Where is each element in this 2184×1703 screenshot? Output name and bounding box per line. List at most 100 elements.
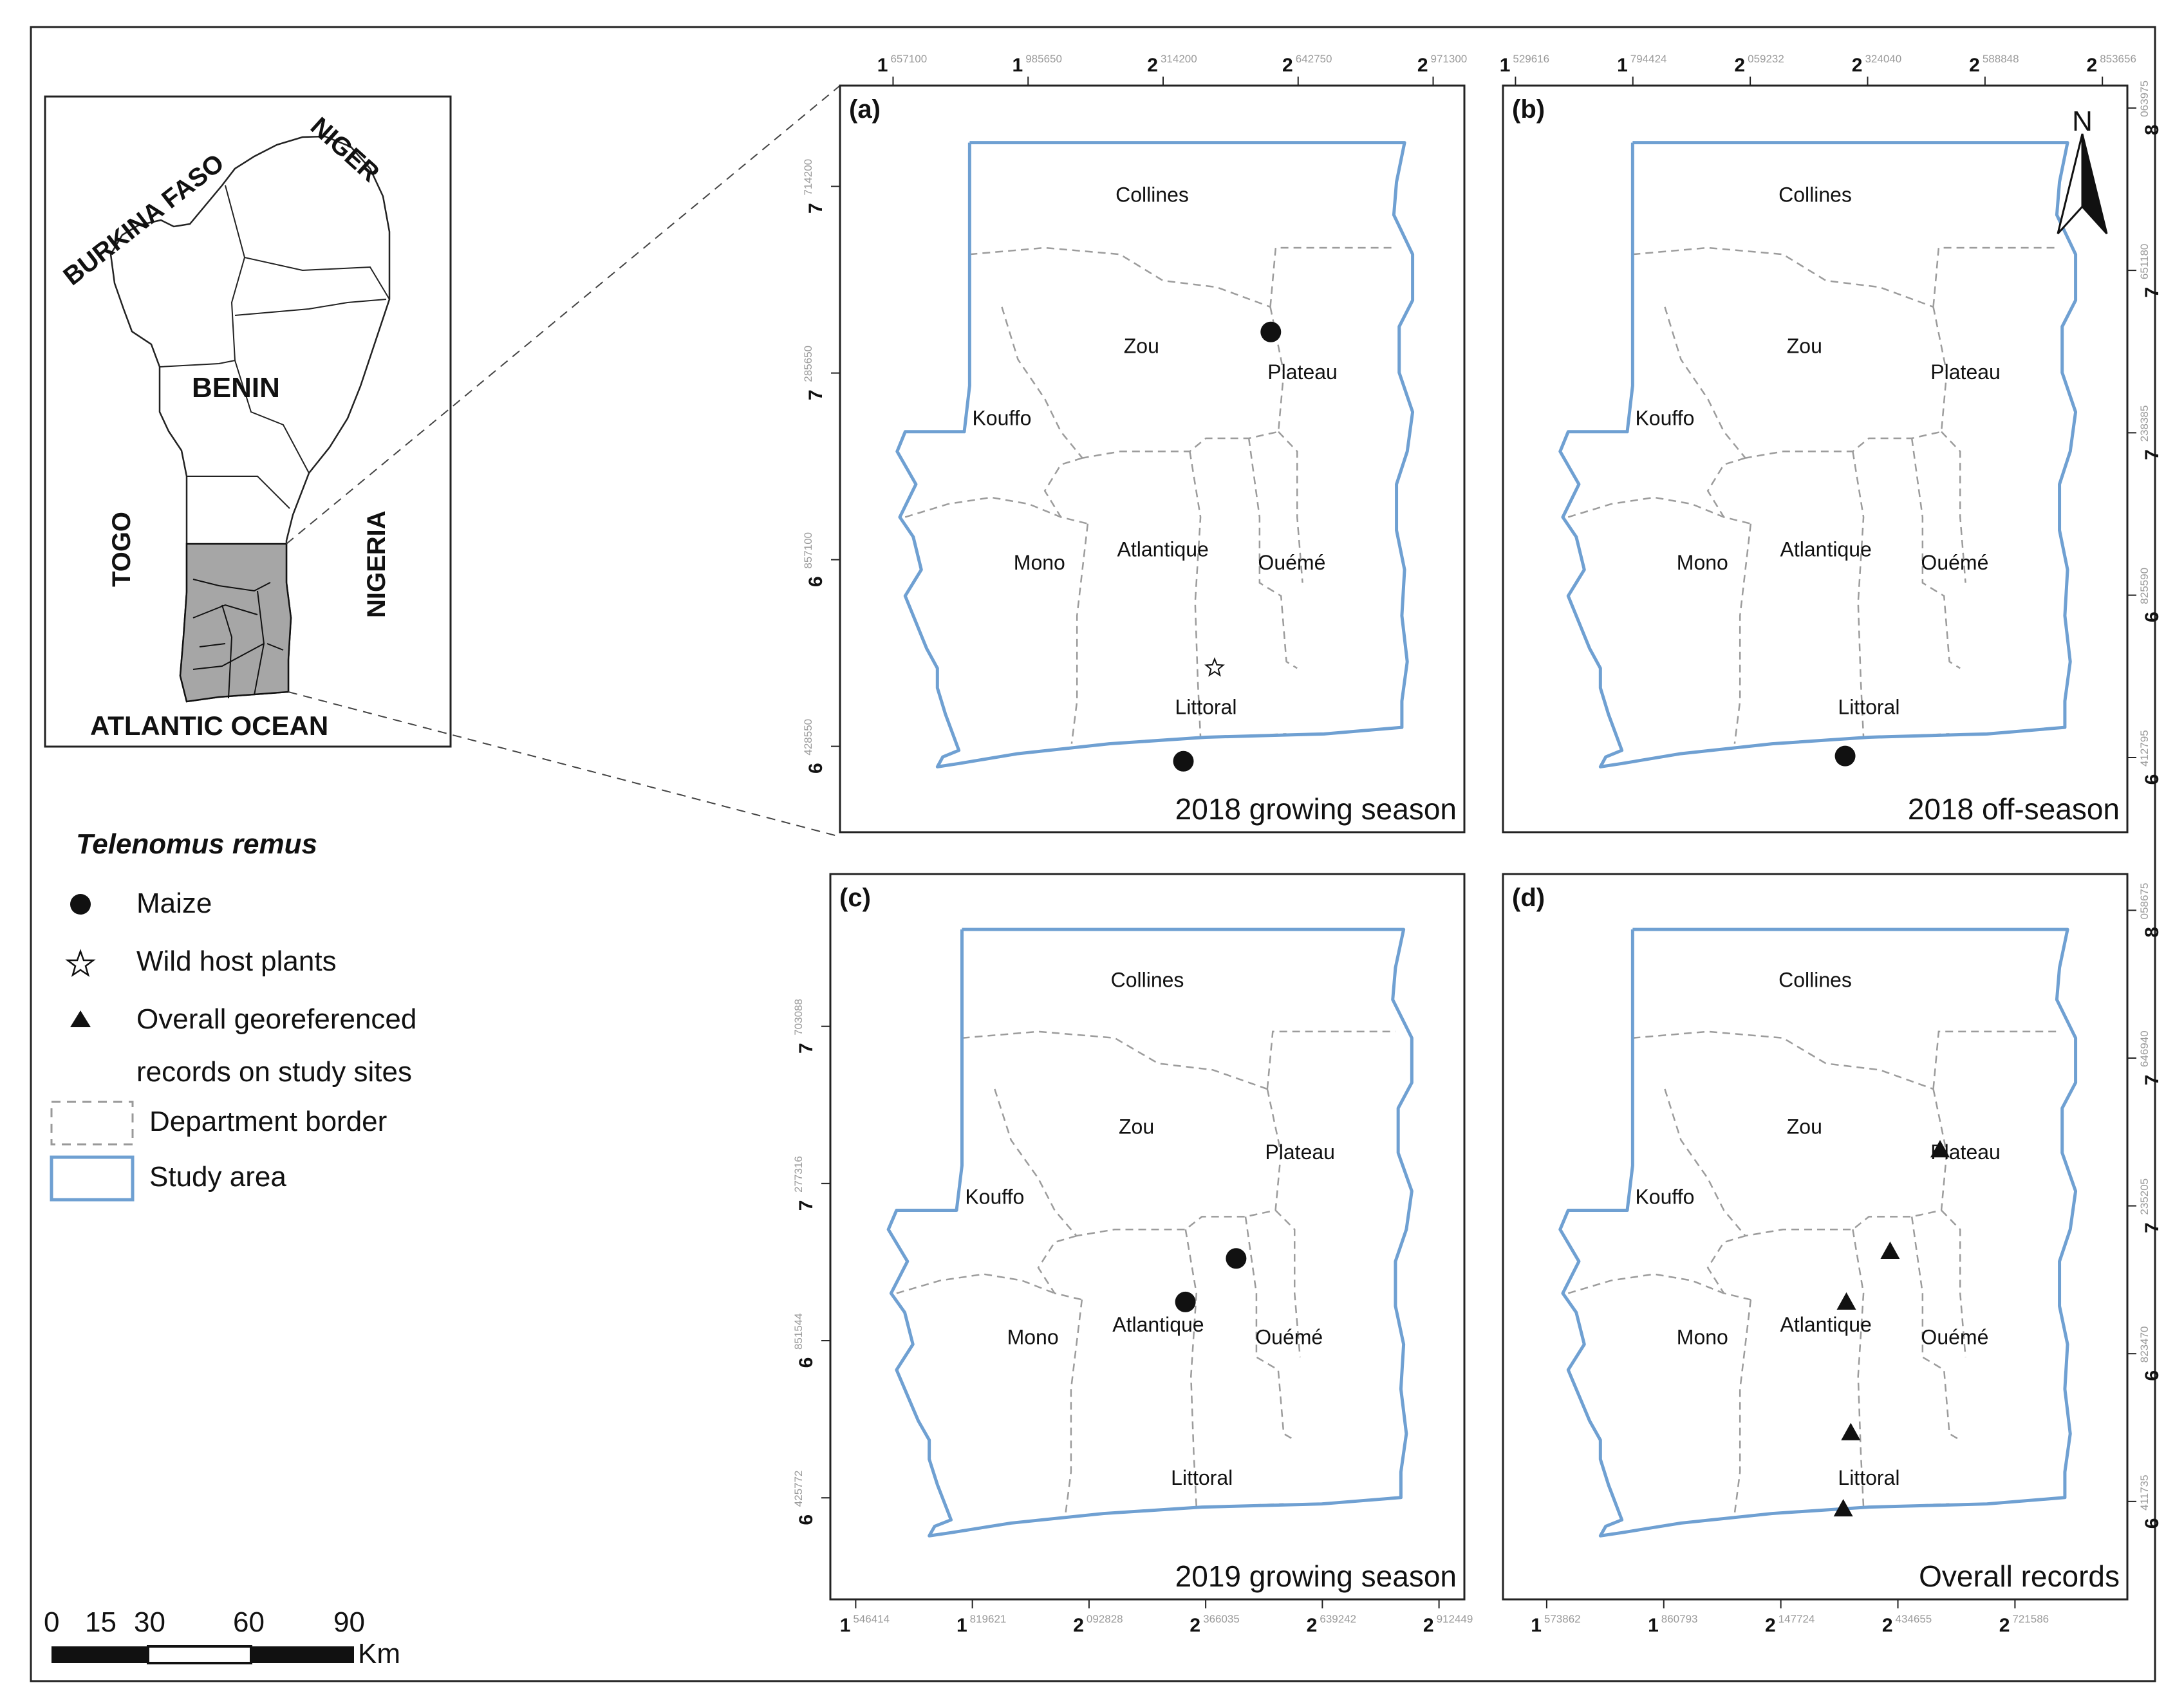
- y-tick-label-major: 7: [2142, 449, 2163, 460]
- x-tick-label-major: 2: [1073, 1615, 1084, 1636]
- department-label-collines: Collines: [1778, 183, 1852, 206]
- department-border: [1567, 496, 1724, 518]
- x-tick-label-major: 1: [1531, 1615, 1542, 1636]
- maize-marker: Maize: [1173, 750, 1194, 772]
- department-label-atlantique: Atlantique: [1780, 1313, 1872, 1336]
- legend-department: Department border: [149, 1106, 387, 1137]
- x-tick-label-major: 2: [1765, 1615, 1776, 1636]
- x-tick-label-minor: 721586: [2012, 1613, 2049, 1625]
- north-arrow-icon: N: [2057, 106, 2108, 235]
- department-border: [896, 1273, 1055, 1294]
- department-border: [1632, 247, 1934, 308]
- department-label-plateau: Plateau: [1930, 360, 2001, 384]
- department-label-atlantique: Atlantique: [1117, 538, 1209, 561]
- department-label-zou: Zou: [1119, 1115, 1154, 1138]
- y-tick-label-minor: 823470: [2138, 1326, 2151, 1363]
- x-tick-label-minor: 092828: [1087, 1613, 1123, 1625]
- legend-overall-line2: records on study sites: [136, 1056, 412, 1088]
- inset-internal-border: [234, 299, 387, 316]
- department-border: [904, 496, 1061, 518]
- y-tick-label-major: 6: [2142, 611, 2163, 622]
- department-border: [1932, 247, 2060, 307]
- department-label-mono: Mono: [1014, 551, 1065, 574]
- map-panel-c: CollinesZouPlateauKouffoMonoAtlantiqueOu…: [792, 873, 1473, 1636]
- y-tick-label-major: 7: [796, 1043, 817, 1054]
- x-tick-label-minor: 639242: [1320, 1613, 1356, 1625]
- department-label-atlantique: Atlantique: [1112, 1313, 1204, 1336]
- department-border: [1070, 523, 1089, 744]
- overall-record-marker: Overall georeferenced records on study s…: [1841, 1422, 1861, 1440]
- department-border: [1664, 1088, 1746, 1236]
- department-label-kouffo: Kouffo: [972, 407, 1031, 430]
- wild-host-marker: Wild host plants: [1204, 657, 1225, 677]
- department-border: [1852, 1229, 1865, 1507]
- overall-record-marker: Overall georeferenced records on study s…: [1836, 1292, 1856, 1310]
- department-label-zou: Zou: [1124, 334, 1159, 357]
- y-tick-label-minor: 825590: [2138, 568, 2151, 604]
- department-border: [1274, 1209, 1301, 1357]
- panel-frame: [839, 84, 1466, 833]
- department-label-littoral: Littoral: [1171, 1466, 1233, 1489]
- scale-tick-60: 60: [233, 1606, 265, 1638]
- x-tick-label-major: 2: [1282, 55, 1293, 76]
- department-border: [1184, 1229, 1197, 1507]
- x-tick-label-minor: 912449: [1437, 1613, 1473, 1625]
- scale-segment: [147, 1645, 252, 1664]
- y-tick-label-major: 7: [796, 1200, 817, 1211]
- department-label-littoral: Littoral: [1838, 696, 1899, 719]
- department-border: [1910, 438, 1961, 669]
- study-area-outline: [1558, 927, 2078, 1538]
- department-label-ouémé: Ouémé: [1258, 551, 1325, 574]
- x-tick-label-minor: 573862: [1544, 1613, 1581, 1625]
- x-tick-label-minor: 985650: [1025, 53, 1062, 65]
- x-tick-label-major: 2: [1423, 1615, 1434, 1636]
- x-tick-label-major: 2: [1882, 1615, 1893, 1636]
- x-tick-label-major: 2: [1190, 1615, 1200, 1636]
- department-label-collines: Collines: [1111, 968, 1184, 991]
- scale-tick-90: 90: [333, 1606, 365, 1638]
- y-tick-label-major: 6: [2142, 1370, 2163, 1381]
- department-label-atlantique: Atlantique: [1780, 538, 1872, 561]
- x-tick-label-minor: 434655: [1896, 1613, 1932, 1625]
- panel-tag: (c): [839, 884, 871, 912]
- panel-caption: 2019 growing season: [1175, 1559, 1457, 1593]
- x-tick-label-major: 1: [1013, 55, 1023, 76]
- y-tick-label-major: 7: [2142, 1222, 2163, 1233]
- x-tick-label-minor: 642750: [1296, 53, 1332, 65]
- department-border: [1266, 1030, 1395, 1090]
- inset-internal-border: [187, 476, 290, 509]
- inset-study-area: [179, 543, 292, 703]
- scale-segment: [51, 1646, 148, 1663]
- department-border-symbol: [50, 1101, 134, 1146]
- panel-tag: (b): [1512, 95, 1545, 124]
- x-tick-label-major: 2: [1147, 55, 1158, 76]
- department-border: [1706, 1234, 1751, 1301]
- scale-segment: [251, 1646, 354, 1663]
- y-tick-label-minor: 277316: [792, 1156, 805, 1193]
- department-border: [1076, 1088, 1282, 1237]
- department-border: [1932, 1030, 2060, 1090]
- department-label-littoral: Littoral: [1175, 696, 1237, 719]
- x-tick-label-major: 2: [1969, 55, 1980, 76]
- department-border: [1269, 247, 1397, 307]
- y-tick-label-minor: 703088: [792, 999, 805, 1036]
- x-tick-label-major: 1: [1617, 55, 1628, 76]
- x-tick-label-major: 2: [1999, 1615, 2010, 1636]
- department-border: [1733, 523, 1752, 744]
- department-label-kouffo: Kouffo: [1635, 407, 1694, 430]
- y-tick-label-minor: 058675: [2138, 883, 2151, 920]
- inset-map: BURKINA FASO NIGER BENIN TOGO NIGERIA AT…: [44, 95, 452, 748]
- scale-tick-15: 15: [85, 1606, 117, 1638]
- zoom-line-bottom: [288, 691, 841, 837]
- y-tick-label-major: 8: [2142, 927, 2163, 938]
- department-border: [994, 1088, 1078, 1236]
- legend: Telenomus remus Maize Wild host plants O…: [50, 828, 416, 1202]
- y-tick-label-minor: 235205: [2138, 1178, 2151, 1215]
- y-tick-label-major: 8: [2142, 124, 2163, 135]
- label-benin: BENIN: [192, 372, 280, 404]
- x-tick-label-minor: 147724: [1778, 1613, 1815, 1625]
- x-tick-label-minor: 546414: [853, 1613, 890, 1625]
- y-tick-label-major: 7: [805, 203, 826, 214]
- department-label-zou: Zou: [1787, 1115, 1822, 1138]
- department-label-ouémé: Ouémé: [1921, 1326, 1988, 1349]
